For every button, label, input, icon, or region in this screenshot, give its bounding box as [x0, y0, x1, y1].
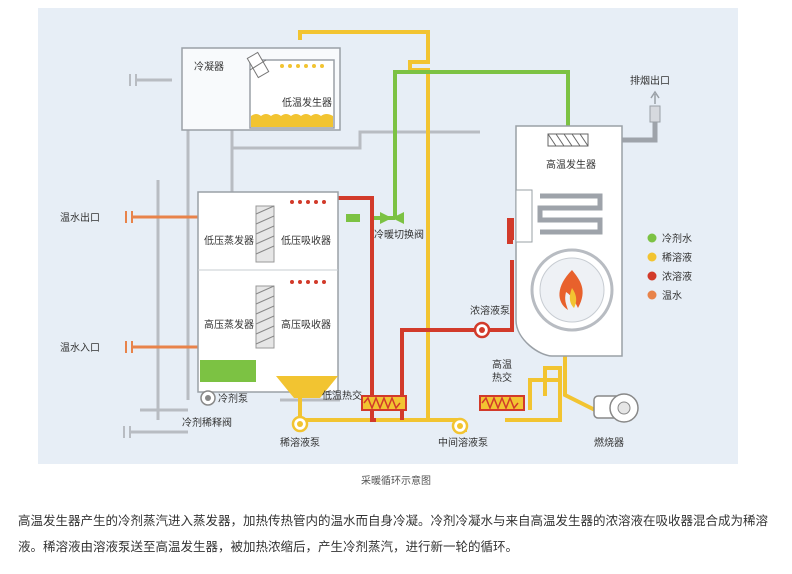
exhaust-chimney	[649, 105, 661, 123]
legend-swatch	[647, 271, 657, 281]
legend-label: 浓溶液	[662, 270, 692, 283]
condenser-coil-icon	[246, 51, 270, 79]
concentrated-solution-pump-icon	[473, 321, 491, 339]
low-pressure-absorber-label: 低压吸收器	[281, 234, 331, 247]
cool-heat-switch-valve-label: 冷暖切换阀	[374, 228, 424, 241]
refrigerant-dilution-valve-label: 冷剂稀释阀	[182, 416, 232, 429]
dilute-solution-pump-icon	[291, 415, 309, 433]
legend-swatch	[647, 252, 657, 262]
flame-inner-icon	[569, 288, 577, 308]
description-paragraph: 高温发生器产生的冷剂蒸汽进入蒸发器，加热传热管内的温水而自身冷凝。冷剂冷凝水与来…	[18, 513, 769, 554]
high-pressure-evaporator-tubes-hatch	[255, 285, 275, 345]
legend-label: 冷剂水	[662, 232, 692, 245]
heating-cycle-diagram: 冷凝器 低温发生器 低压蒸发器 低压吸收器 高压蒸发器 高压吸收器 冷暖切换阀 …	[38, 8, 738, 464]
legend-label: 稀溶液	[662, 251, 692, 264]
high-temp-generator-flue-coil	[537, 193, 603, 235]
hot-water-inlet-label: 温水入口	[60, 342, 100, 354]
concentrated-solution-pump-label: 浓溶液泵	[470, 304, 510, 317]
high-temp-generator-left-wall	[515, 189, 533, 243]
cool-heat-switch-valve-icon	[346, 212, 404, 224]
dilute-solution-pump-label: 稀溶液泵	[280, 436, 320, 449]
high-pressure-evaporator-label: 高压蒸发器	[204, 318, 254, 331]
low-temp-generator-solution	[251, 116, 333, 127]
exhaust-arrow-icon	[650, 90, 660, 104]
refrigerant-pump-label: 冷剂泵	[218, 392, 248, 405]
low-temp-generator-label: 低温发生器	[282, 96, 332, 109]
refrigerant-pool	[200, 360, 256, 382]
legend-swatch	[647, 233, 657, 243]
exhaust-outlet-label: 排烟出口	[630, 74, 670, 87]
high-temp-heat-exchanger-zigzag	[481, 395, 519, 411]
low-pressure-evaporator-label: 低压蒸发器	[204, 234, 254, 247]
high-temp-heat-exchanger-label-line2: 热交	[492, 371, 512, 384]
burner-label: 燃烧器	[594, 436, 624, 449]
low-temp-heat-exchanger-label: 低温热交	[322, 389, 362, 402]
pipe-flange-icons	[125, 211, 133, 353]
flame-icon	[559, 270, 583, 310]
high-temp-generator-red-marker	[507, 218, 513, 244]
absorber-sprays	[290, 200, 326, 284]
vapor-flange-icons	[123, 74, 137, 438]
high-pressure-absorber-label: 高压吸收器	[281, 318, 331, 331]
intermediate-solution-pump-icon	[451, 417, 469, 435]
high-temp-heat-exchanger-label-line1: 高温	[492, 358, 512, 371]
diagram-caption: 采暖循环示意图	[361, 476, 431, 487]
solution-sump	[276, 376, 338, 398]
low-temp-heat-exchanger-zigzag	[363, 395, 401, 411]
high-temp-heat-exchanger-label: 高温 热交	[492, 358, 515, 384]
low-pressure-evaporator-tubes-hatch	[255, 205, 275, 255]
condenser-label: 冷凝器	[194, 60, 224, 73]
hot-water-outlet-label: 温水出口	[60, 211, 100, 224]
refrigerant-pump-icon	[200, 390, 216, 406]
low-pressure-evaporator-tubes	[255, 205, 275, 263]
high-temp-generator-vent-icon	[547, 133, 589, 147]
high-temp-generator-label: 高温发生器	[546, 158, 596, 171]
low-temp-generator-sprays	[280, 64, 324, 68]
intermediate-solution-pump-label: 中间溶液泵	[438, 436, 488, 449]
legend-label: 温水	[662, 290, 682, 302]
burner-icon	[593, 393, 639, 423]
legend-swatch	[647, 290, 657, 300]
low-temp-generator-solution-wave	[251, 114, 333, 116]
